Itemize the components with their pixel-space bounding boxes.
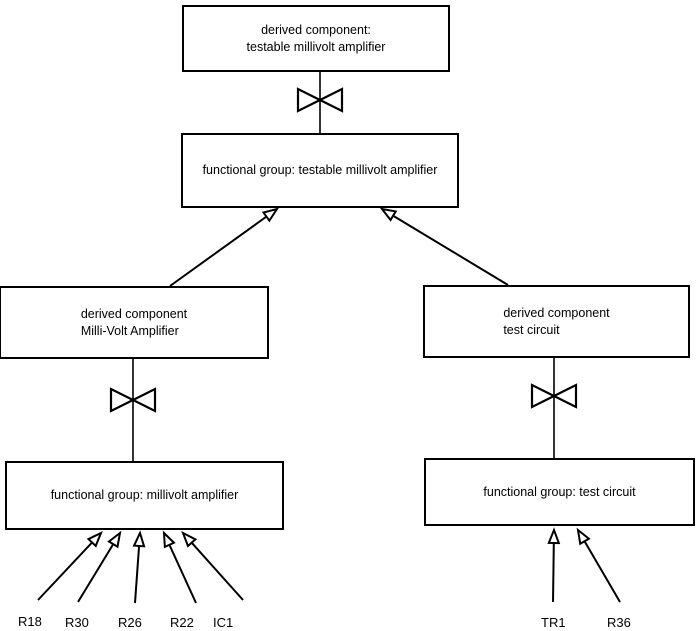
arrow-tr1-to-test-circuit	[547, 527, 561, 603]
arrow-shaft	[169, 215, 268, 287]
leaf-label-ic1: IC1	[213, 615, 234, 630]
derived-component-milli-volt-amplifier[interactable]: derived component Milli-Volt Amplifier	[0, 286, 269, 359]
arrow-shaft	[552, 542, 555, 603]
leaf-label-r30: R30	[65, 615, 89, 630]
arrow-milli-volt-amplifier-to-testable	[169, 207, 280, 287]
leaf-label-r26: R26	[118, 615, 142, 630]
derived-component-testable-millivolt-amplifier[interactable]: derived component: testable millivolt am…	[182, 5, 450, 72]
functional-group-test-circuit[interactable]: functional group: test circuit	[424, 458, 695, 526]
arrowhead-open	[576, 527, 591, 546]
arrowhead-open	[162, 530, 176, 549]
arrow-r36-to-test-circuit	[576, 527, 621, 603]
arrow-r26-to-millivolt-amplifier	[132, 530, 146, 604]
arrowhead-open	[547, 527, 561, 545]
arrowhead-open	[132, 530, 146, 548]
functional-group-testable-millivolt-amplifier[interactable]: functional group: testable millivolt amp…	[181, 133, 459, 208]
arrow-r18-to-millivolt-amplifier	[37, 530, 103, 601]
arrow-shaft	[134, 545, 141, 604]
arrowhead-open	[181, 530, 198, 548]
arrow-shaft	[77, 543, 115, 603]
arrowhead-open	[261, 207, 280, 223]
arrow-shaft	[168, 544, 197, 604]
arrow-shaft	[190, 542, 244, 601]
bowtie-left-triangle	[109, 387, 136, 413]
leaf-label-tr1: TR1	[541, 615, 566, 630]
derived-component-test-circuit-label: derived component test circuit	[503, 305, 610, 337]
functional-group-millivolt-amplifier-label: functional group: millivolt amplifier	[50, 488, 239, 502]
bowtie-right-triangle	[551, 383, 578, 409]
derived-component-test-circuit[interactable]: derived component test circuit	[423, 285, 690, 358]
arrowhead-open	[107, 530, 122, 549]
derived-component-testable-millivolt-amplifier-label: derived component: testable millivolt am…	[246, 22, 386, 54]
leaf-label-r18: R18	[18, 614, 42, 629]
bowtie-connector-right	[530, 358, 578, 458]
arrow-ic1-to-millivolt-amplifier	[181, 530, 244, 601]
arrow-r30-to-millivolt-amplifier	[77, 530, 122, 603]
bowtie-right-triangle	[130, 387, 157, 413]
arrow-shaft	[392, 214, 509, 286]
bowtie-connector-left	[109, 359, 157, 461]
functional-group-test-circuit-label: functional group: test circuit	[483, 484, 636, 499]
arrow-r22-to-millivolt-amplifier	[162, 530, 197, 604]
arrowhead-open	[86, 530, 103, 548]
derived-component-milli-volt-amplifier-label: derived component Milli-Volt Amplifier	[80, 306, 188, 338]
bowtie-right-triangle	[317, 87, 344, 113]
arrow-shaft	[583, 540, 621, 603]
arrow-test-circuit-to-testable	[379, 207, 509, 286]
bowtie-left-triangle	[296, 87, 323, 113]
bowtie-left-triangle	[530, 383, 557, 409]
bowtie-connector-top	[296, 72, 344, 133]
arrow-shaft	[37, 541, 93, 601]
leaf-label-r22: R22	[170, 615, 194, 630]
functional-group-testable-millivolt-amplifier-label: functional group: testable millivolt amp…	[202, 163, 438, 177]
leaf-label-r36: R36	[607, 615, 631, 630]
functional-group-millivolt-amplifier[interactable]: functional group: millivolt amplifier	[5, 461, 284, 530]
arrowhead-open	[379, 207, 398, 222]
